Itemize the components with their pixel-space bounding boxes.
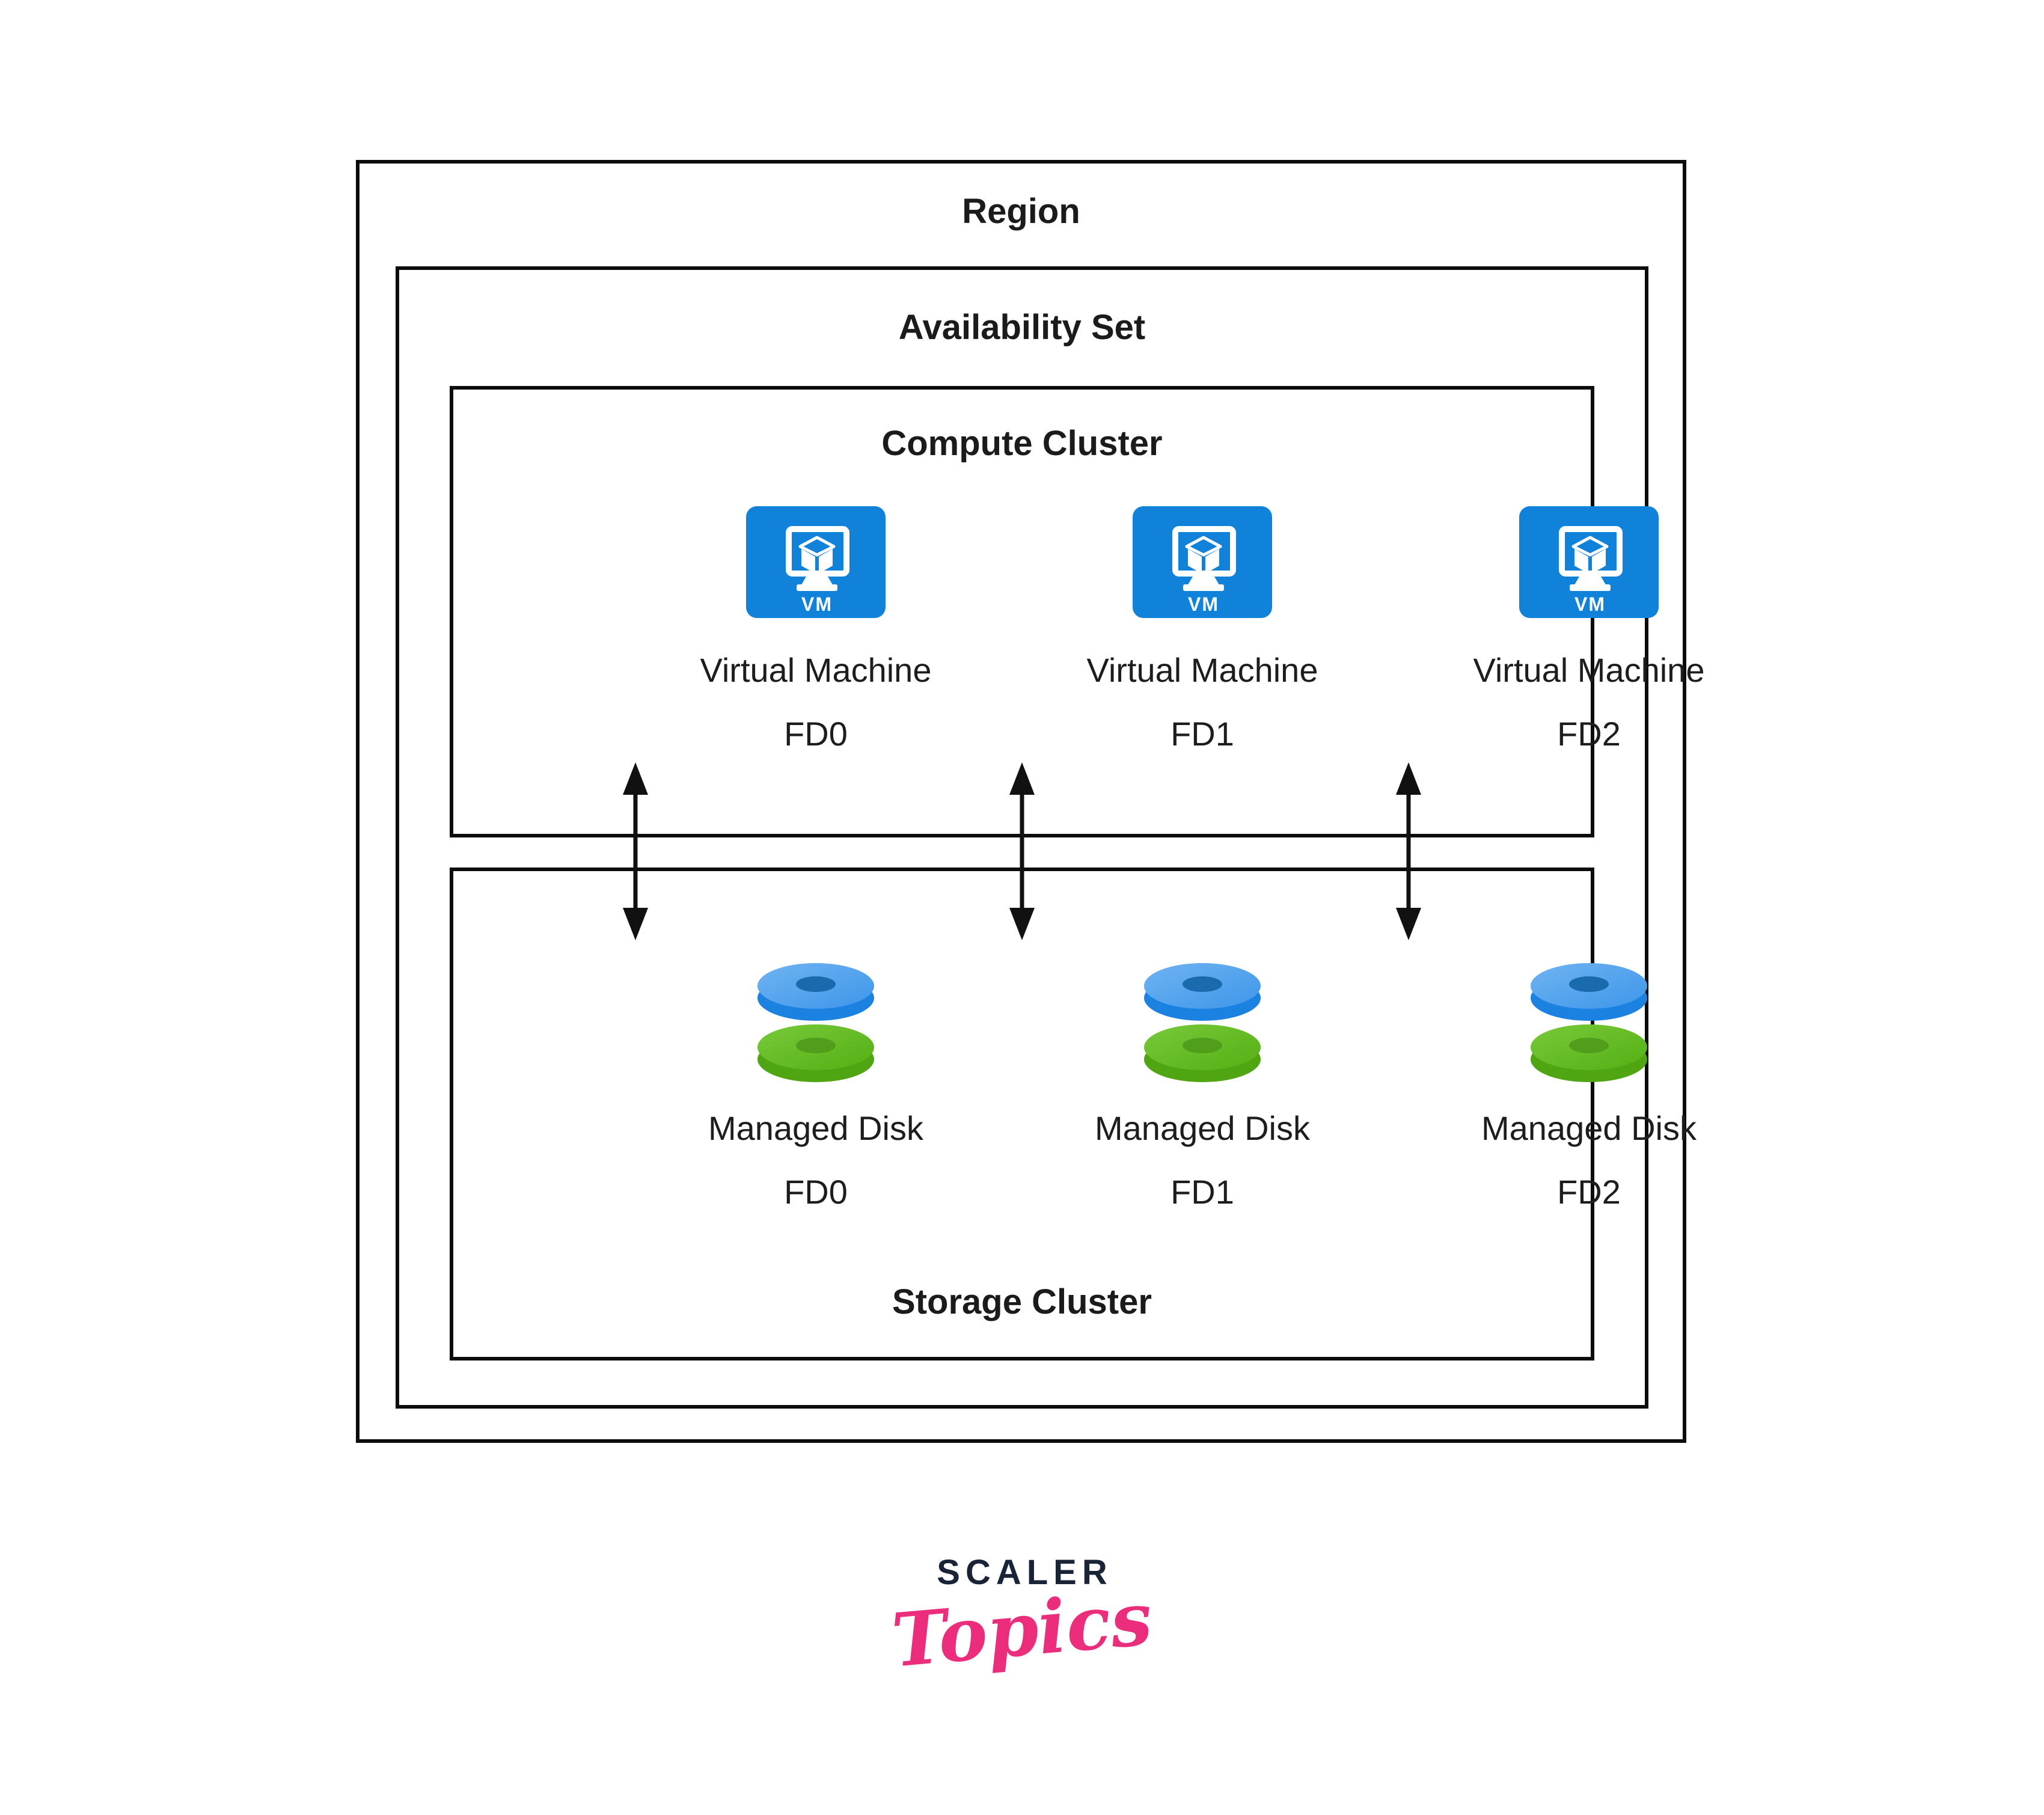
double-arrow-icon-fd2 [1396,762,1421,940]
vm-icon-label: VM [801,593,833,615]
disk-name: Managed Disk [1095,1109,1310,1147]
managed-disk-icon [1531,963,1647,1082]
double-arrow-icon-fd0 [623,762,648,940]
disk-label: Managed Disk FD2 [1409,1097,1769,1224]
vm-name: Virtual Machine [1086,651,1318,689]
vm-fault-domain: FD0 [784,715,848,753]
region-box: Region Availability Set Compute Cluster [356,160,1704,1443]
vm-unit-fd0: VM Virtual Machine FD0 [635,506,996,766]
vm-label: Virtual Machine FD1 [1022,638,1383,766]
vm-unit-fd2: VM Virtual Machine FD2 [1409,506,1769,766]
managed-disk-icon [757,963,874,1082]
vm-fault-domain: FD1 [1170,715,1234,753]
disk-name: Managed Disk [1481,1109,1697,1147]
availability-set-box: Availability Set Compute Cluster VM [396,266,1704,1409]
storage-cluster-title: Storage Cluster [892,1282,1152,1321]
disk-label: Managed Disk FD1 [1022,1097,1383,1224]
vm-icon: VM [746,506,886,618]
availability-set-title: Availability Set [898,308,1146,347]
vm-name: Virtual Machine [700,651,932,689]
vm-fault-domain: FD2 [1557,715,1621,753]
disk-unit-fd1: Managed Disk FD1 [1022,955,1383,1224]
vm-label: Virtual Machine FD2 [1409,638,1769,766]
vm-label: Virtual Machine FD0 [635,638,996,766]
disk-fault-domain: FD2 [1557,1173,1621,1211]
disk-fault-domain: FD0 [784,1173,848,1211]
disk-unit-fd0: Managed Disk FD0 [635,955,996,1224]
disk-label: Managed Disk FD0 [635,1097,996,1224]
compute-cluster-box: Compute Cluster VM Virtual Machin [450,386,1704,837]
double-arrow-icon-fd1 [1009,762,1035,940]
disk-name: Managed Disk [708,1109,923,1147]
compute-cluster-title: Compute Cluster [881,424,1163,463]
logo-brand-text: SCALER [937,1553,1113,1592]
scaler-topics-logo: SCALER Topics [782,1552,1262,1684]
vm-unit-fd1: VM Virtual Machine FD1 [1022,506,1383,766]
vm-icon: VM [1133,506,1272,618]
managed-disk-icon [1144,963,1261,1082]
vm-name: Virtual Machine [1473,651,1705,689]
vm-icon: VM [1519,506,1659,618]
vm-icon-label: VM [1574,593,1606,615]
storage-cluster-box: Managed Disk FD0 Managed D [450,868,1697,1360]
disk-fault-domain: FD1 [1170,1173,1234,1211]
vm-icon-label: VM [1188,593,1219,615]
region-title: Region [962,192,1080,231]
disk-unit-fd2: Managed Disk FD2 [1409,955,1769,1224]
